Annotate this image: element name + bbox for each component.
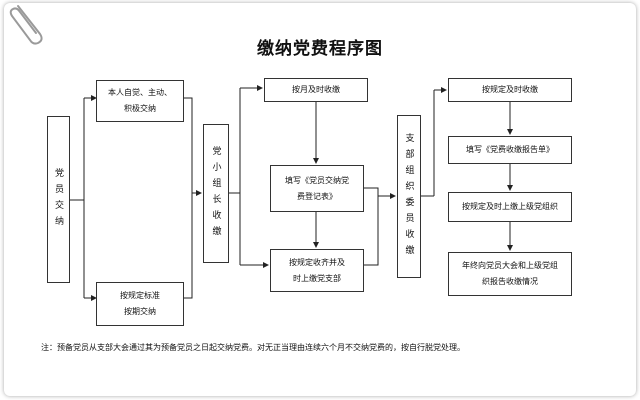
regular-line2: 按期交纳 xyxy=(124,307,156,316)
footnote: 注：预备党员从支部大会通过其为预备党员之日起交纳党费。对无正当理由连续六个月不交… xyxy=(41,343,465,352)
submit-branch-line1: 按规定收齐并及 xyxy=(289,257,345,267)
fill-report-box: 填写《党费收缴报告单》 xyxy=(448,136,572,164)
fill-report-label: 填写《党费收缴报告单》 xyxy=(466,145,554,154)
party-members-label: 党员交纳 xyxy=(53,167,63,232)
monthly-collect-box: 按月及时收缴 xyxy=(264,78,368,102)
annual-report-box: 年终向党员大会和上级党组 织报告收缴情况 xyxy=(448,252,572,296)
monthly-collect-label: 按月及时收缴 xyxy=(292,85,340,94)
submit-branch-box: 按规定收齐并及 时上缴党支部 xyxy=(270,249,364,292)
group-leader-box: 党小组长收缴 xyxy=(203,124,229,263)
submit-branch-line2: 时上缴党支部 xyxy=(293,273,341,283)
fill-register-line2: 费登记表》 xyxy=(297,191,337,201)
regular-payment-box: 按规定标准 按期交纳 xyxy=(96,282,184,326)
party-members-box: 党员交纳 xyxy=(47,116,70,283)
fill-register-line1: 填写《党员交纳党 xyxy=(285,175,349,185)
branch-committee-label: 支部组织委员收缴 xyxy=(403,132,414,261)
group-leader-label: 党小组长收缴 xyxy=(210,145,221,242)
diagram-title: 缴纳党费程序图 xyxy=(257,39,383,59)
fill-register-box: 填写《党员交纳党 费登记表》 xyxy=(270,165,364,212)
annual-report-line1: 年终向党员大会和上级党组 xyxy=(462,261,558,270)
timely-collect-box: 按规定及时收缴 xyxy=(448,78,572,102)
voluntary-line2: 积极交纳 xyxy=(124,104,156,113)
submit-upper-box: 按规定及时上缴上级党组织 xyxy=(448,192,572,222)
voluntary-payment-box: 本人自觉、主动、 积极交纳 xyxy=(96,80,184,122)
voluntary-line1: 本人自觉、主动、 xyxy=(108,88,172,97)
timely-collect-label: 按规定及时收缴 xyxy=(482,85,538,94)
branch-committee-box: 支部组织委员收缴 xyxy=(397,115,421,278)
submit-upper-label: 按规定及时上缴上级党组织 xyxy=(462,202,558,211)
regular-line1: 按规定标准 xyxy=(120,291,160,300)
annual-report-line2: 织报告收缴情况 xyxy=(482,277,538,286)
